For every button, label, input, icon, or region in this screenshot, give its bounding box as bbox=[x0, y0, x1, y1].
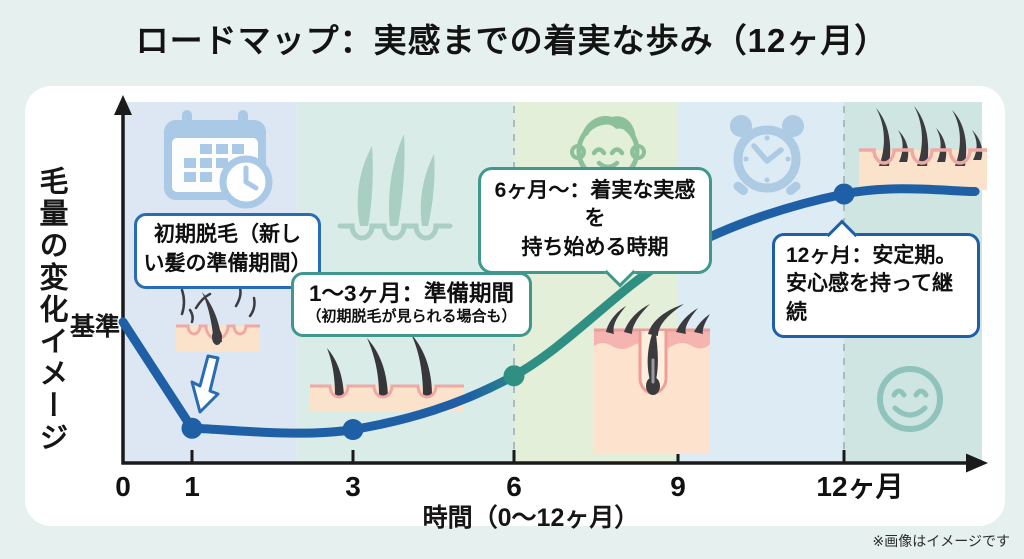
x-tick-label: 6 bbox=[506, 471, 522, 502]
curve-marker-month-3 bbox=[342, 419, 364, 441]
curve-marker-month-1 bbox=[181, 417, 203, 439]
callout-note: （初期脱毛が見られる場合も） bbox=[306, 308, 517, 326]
calendar-clock-icon bbox=[164, 110, 273, 209]
hair-follicle-watermark-icon bbox=[337, 134, 453, 241]
alarm-clock-icon bbox=[730, 115, 804, 196]
x-tick-label: 9 bbox=[670, 471, 686, 502]
y-axis-arrowhead bbox=[114, 95, 132, 115]
down-arrow-icon bbox=[190, 354, 220, 414]
callout-text: 12ヶ月：安定期。 安心感を持って継続 bbox=[786, 244, 957, 324]
callout-months-1-3: 1〜3ヶ月：準備期間 （初期脱毛が見られる場合も） bbox=[291, 272, 532, 337]
page-title: ロードマップ：実感までの着実な歩み（12ヶ月） bbox=[135, 22, 889, 59]
early-growth-illustration bbox=[310, 334, 464, 412]
curve-marker-month-12 bbox=[833, 183, 855, 205]
x-tick-label: 1 bbox=[184, 471, 200, 502]
smiley-face-outline-icon bbox=[877, 366, 943, 432]
initial-shedding-illustration bbox=[176, 286, 260, 414]
x-tick-label: 0 bbox=[115, 471, 131, 502]
callout-title: 1〜3ヶ月：準備期間 bbox=[308, 281, 515, 306]
curve-marker-month-6 bbox=[503, 365, 525, 387]
x-axis-arrowhead bbox=[966, 453, 988, 473]
x-tick-label: 3 bbox=[345, 471, 361, 502]
dense-hair-growth-illustration bbox=[859, 106, 987, 190]
callout-month-12: 12ヶ月：安定期。 安心感を持って継続 bbox=[772, 219, 980, 339]
callout-text: 6ヶ月〜：着実な実感を 持ち始める時期 bbox=[494, 179, 696, 259]
callout-initial-shedding: 初期脱毛（新し い髪の準備期間） bbox=[134, 213, 321, 289]
mid-growth-follicle-illustration bbox=[594, 304, 710, 454]
baseline-label: 基準 bbox=[69, 313, 120, 341]
image-disclaimer-note: ※画像はイメージです bbox=[872, 533, 1010, 549]
callout-months-6-plus: 6ヶ月〜：着実な実感を 持ち始める時期 bbox=[478, 167, 712, 288]
x-tick-label: 12ヶ月 bbox=[816, 471, 903, 502]
y-axis-label: 毛量の変化イメージ bbox=[35, 166, 67, 454]
x-axis-title: 時間（0〜12ヶ月） bbox=[422, 504, 640, 532]
